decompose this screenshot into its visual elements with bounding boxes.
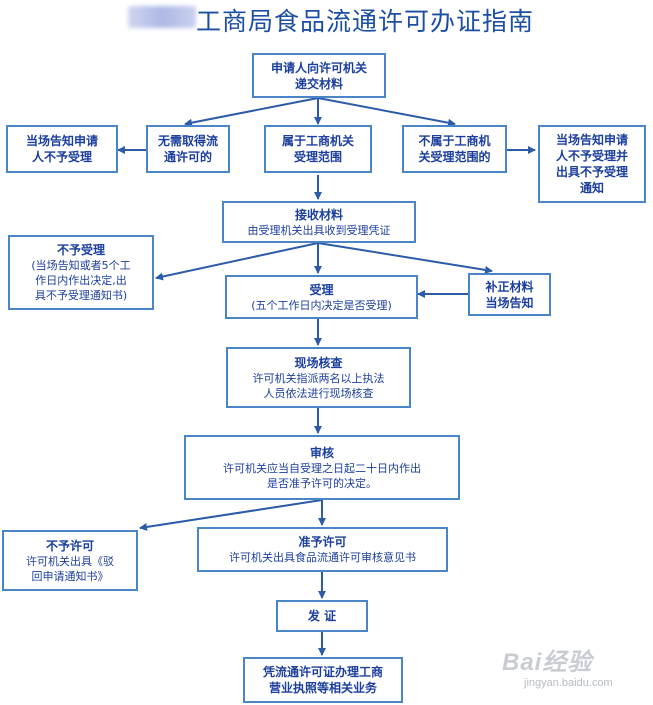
node-in-scope: 属于工商机关受理范围 <box>264 125 372 173</box>
node-supplement: 补正材料当场告知 <box>468 273 551 316</box>
node-text-line: 不属于工商机 <box>418 134 491 148</box>
node-review: 审核许可机关应当自受理之日起二十日内作出是否准予许可的决定。 <box>184 435 460 500</box>
node-text-line: (五个工作日内决定是否受理) <box>251 298 392 312</box>
node-notify-right: 当场告知申请人不予受理并出具不予受理通知 <box>538 125 646 203</box>
node-text-line: 当场告知 <box>485 295 534 310</box>
arrow-apply-to-outscope <box>317 97 456 127</box>
node-text-line: 出具不予受理 <box>555 165 628 179</box>
node-text-line: 作日内作出决定,出 <box>35 274 127 287</box>
node-heading: 不予许可 <box>45 538 94 553</box>
node-text-line: 是否准予许可的决定。 <box>267 476 377 490</box>
node-text-line: 受理范围 <box>293 150 342 164</box>
arrow-receive-to-supplement <box>317 242 493 274</box>
node-text-line: 无需取得流 <box>157 134 218 148</box>
node-text-line: 递交材料 <box>294 76 343 91</box>
node-text-line: 发 证 <box>307 609 337 623</box>
node-heading: 准予许可 <box>298 535 347 549</box>
node-out-of-scope: 不属于工商机关受理范围的 <box>402 125 507 173</box>
node-apply: 申请人向许可机关递交材料 <box>252 53 386 98</box>
node-text-line: 由受理机关出具收到受理凭证 <box>247 223 391 237</box>
node-text-line: 通许可的 <box>163 150 212 164</box>
arrow-review-to-deny <box>139 499 323 531</box>
blurred-title-prefix <box>128 6 196 28</box>
node-no-permit-needed: 无需取得流通许可的 <box>146 125 230 173</box>
baidu-watermark: Bai经验 jingyan.baidu.com <box>502 642 646 689</box>
node-text-line: 人不予受理 <box>31 150 92 164</box>
arrow-receive-to-reject <box>155 242 319 281</box>
node-text-line: 通知 <box>579 181 604 195</box>
node-receive-materials: 接收材料由受理机关出具收到受理凭证 <box>222 201 416 243</box>
node-text-line: 当场告知申请 <box>555 133 628 147</box>
node-text-line: 申请人向许可机关 <box>270 60 367 75</box>
node-grant-permit: 准予许可许可机关出具食品流通许可审核意见书 <box>197 527 448 572</box>
node-text-line: 人不予受理并 <box>555 149 628 163</box>
page-title: 工商局食品流通许可办证指南 <box>196 7 535 36</box>
node-text-line: 许可机关应当自受理之日起二十日内作出 <box>223 461 421 475</box>
node-heading: 审核 <box>309 445 334 460</box>
node-text-line: 许可机关指派两名以上执法 <box>252 371 385 385</box>
node-reject: 不予受理 (当场告知或者5个工作日内作出决定,出具不予受理通知书) <box>8 235 154 310</box>
node-heading: 受理 <box>309 282 334 297</box>
watermark-brand: Bai经验 <box>502 649 593 676</box>
node-text-line: 属于工商机关 <box>281 134 354 148</box>
node-notify-left: 当场告知申请人不予受理 <box>6 125 118 173</box>
node-text-line: 回申请通知书》 <box>31 569 109 583</box>
node-heading: 接收材料 <box>294 207 343 222</box>
node-heading: 现场核查 <box>294 355 343 370</box>
node-issue-certificate: 发 证 <box>276 600 368 632</box>
node-text-line: 关受理范围的 <box>418 150 491 164</box>
node-text-line: 许可机关出具《驳 <box>26 554 114 568</box>
node-text-line: 许可机关出具食品流通许可审核意见书 <box>229 551 416 564</box>
node-final: 凭流通许可证办理工商营业执照等相关业务 <box>243 657 403 703</box>
watermark-url: jingyan.baidu.com <box>524 677 613 689</box>
arrow-apply-to-nopermit <box>184 97 319 127</box>
node-text-line: 营业执照等相关业务 <box>268 681 377 695</box>
node-text-line: 凭流通许可证办理工商 <box>262 665 383 679</box>
node-text-line: 当场告知申请 <box>25 134 98 148</box>
node-text-line: 人员依法进行现场核查 <box>263 386 374 400</box>
node-text-line: 补正材料 <box>485 279 534 294</box>
node-text-line: (当场告知或者5个工 <box>31 259 131 272</box>
node-deny-permit: 不予许可许可机关出具《驳回申请通知书》 <box>2 530 138 591</box>
node-accept: 受理(五个工作日内决定是否受理) <box>225 275 418 319</box>
node-text-line: 具不予受理通知书) <box>34 289 128 302</box>
node-site-inspection: 现场核查许可机关指派两名以上执法人员依法进行现场核查 <box>226 347 411 408</box>
node-heading: 不予受理 <box>56 243 105 257</box>
